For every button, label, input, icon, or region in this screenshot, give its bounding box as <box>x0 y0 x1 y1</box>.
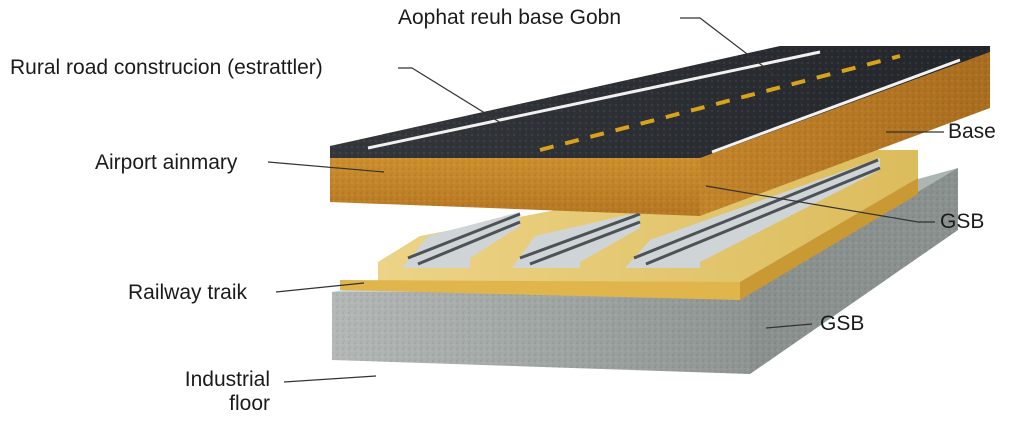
base-layer <box>330 52 990 216</box>
label-asphalt: Aophat reuh base Gobn <box>398 6 622 29</box>
label-industrial-line1: Industrial <box>184 368 270 391</box>
label-industrial-line2: floor <box>229 392 270 415</box>
label-airport: Airport ainmary <box>95 151 238 174</box>
label-gsb-upper: GSB <box>940 210 985 233</box>
label-gsb-lower: GSB <box>820 312 865 335</box>
railway-tracks <box>402 158 881 268</box>
label-rural-road: Rural road construcion (estrattler) <box>10 56 323 79</box>
label-base: Base <box>948 120 996 143</box>
leader-lines <box>267 17 944 383</box>
label-industrial-floor: Industrial floor <box>160 368 270 416</box>
label-railway: Railway traik <box>128 281 248 304</box>
asphalt-layer <box>330 46 990 158</box>
